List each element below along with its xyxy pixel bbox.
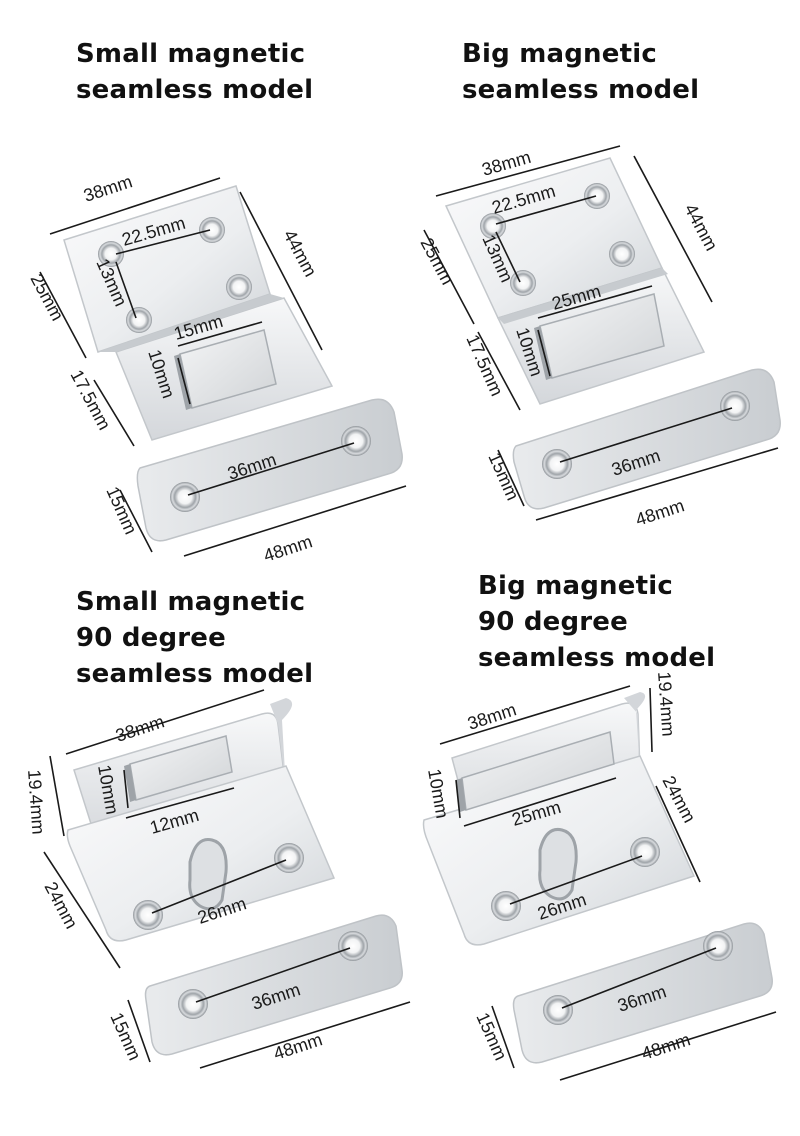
- mounting-hole-icon: [630, 837, 660, 867]
- dim-label: 15mm: [102, 483, 141, 537]
- small-seamless-panel: 38mm 44mm 25mm 17.5mm 22.5mm 13mm 15mm 1…: [26, 171, 407, 566]
- dimension-lines: [423, 145, 779, 521]
- mounting-hole-icon: [133, 900, 163, 930]
- mounting-hole-icon: [338, 931, 368, 961]
- mounting-hole-icon: [542, 449, 572, 479]
- top-plate: [63, 185, 334, 441]
- dim-label: 19.4mm: [24, 769, 48, 835]
- dim-label: 38mm: [480, 147, 534, 180]
- dim-label: 44mm: [279, 226, 320, 280]
- big-seamless-title: Big magnetic seamless model: [462, 36, 699, 108]
- dim-label: 44mm: [680, 200, 721, 254]
- dim-label: 24mm: [40, 878, 81, 932]
- mounting-hole-icon: [720, 391, 750, 421]
- mounting-hole-icon: [480, 213, 506, 239]
- dimension-lines: [39, 177, 407, 557]
- title-line: seamless model: [76, 75, 314, 105]
- top-plate: [444, 157, 706, 405]
- mounting-hole-icon: [703, 931, 733, 961]
- title-line: seamless model: [478, 643, 716, 673]
- title-line: Big magnetic: [462, 39, 657, 69]
- strike-plate: [512, 368, 781, 510]
- title-line: Small magnetic: [76, 39, 306, 69]
- slot-hole-icon: [188, 837, 228, 911]
- angle-bracket: [66, 698, 336, 942]
- title-line: Big magnetic: [478, 571, 673, 601]
- mounting-hole-icon: [609, 241, 635, 267]
- mounting-hole-icon: [126, 307, 152, 333]
- mounting-hole-icon: [98, 241, 124, 267]
- dim-label: 17.5mm: [462, 331, 507, 399]
- big-90-panel: 38mm 19.4mm 24mm 10mm 25mm 26mm 36mm 15m…: [422, 671, 777, 1081]
- dim-label: 15mm: [106, 1009, 145, 1063]
- mounting-hole-icon: [274, 843, 304, 873]
- mounting-hole-icon: [170, 482, 200, 512]
- title-line: 90 degree: [76, 623, 226, 653]
- dim-label: 25mm: [26, 270, 67, 324]
- mounting-hole-icon: [226, 274, 252, 300]
- title-line: Small magnetic: [76, 587, 306, 617]
- small-seamless-title: Small magnetic seamless model: [76, 36, 313, 108]
- title-line: seamless model: [462, 75, 700, 105]
- dim-label: 48mm: [639, 1029, 693, 1063]
- dim-label: 15mm: [472, 1009, 511, 1063]
- dimension-lines: [43, 689, 411, 1069]
- small-90-panel: 38mm 19.4mm 24mm 10mm 12mm 26mm 36mm 15m…: [24, 689, 411, 1069]
- dim-label: 48mm: [261, 531, 315, 565]
- dim-label: 48mm: [271, 1029, 325, 1063]
- strike-plate: [144, 914, 403, 1056]
- title-line: seamless model: [76, 659, 314, 689]
- mounting-hole-icon: [584, 183, 610, 209]
- dim-label: 19.4mm: [654, 671, 678, 737]
- slot-hole-icon: [538, 827, 578, 901]
- big-seamless-panel: 38mm 44mm 25mm 17.5mm 22.5mm 13mm 25mm 1…: [416, 145, 781, 530]
- mounting-hole-icon: [543, 995, 573, 1025]
- big-90-title: Big magnetic 90 degree seamless model: [478, 568, 715, 676]
- mounting-hole-icon: [178, 989, 208, 1019]
- mounting-hole-icon: [199, 217, 225, 243]
- magnet-icon: [124, 735, 233, 802]
- magnet-icon: [456, 731, 615, 812]
- dim-label: 25mm: [416, 234, 457, 288]
- dim-label: 38mm: [81, 171, 135, 205]
- title-line: 90 degree: [478, 607, 628, 637]
- mounting-hole-icon: [341, 426, 371, 456]
- small-90-title: Small magnetic 90 degree seamless model: [76, 584, 313, 692]
- dim-label: 10mm: [424, 767, 452, 820]
- dimension-lines: [439, 685, 777, 1081]
- mounting-hole-icon: [491, 891, 521, 921]
- dim-label: 38mm: [113, 711, 167, 745]
- angle-bracket: [422, 692, 696, 946]
- dim-label: 48mm: [633, 495, 687, 529]
- dim-label: 17.5mm: [66, 366, 114, 433]
- strike-plate: [512, 922, 773, 1064]
